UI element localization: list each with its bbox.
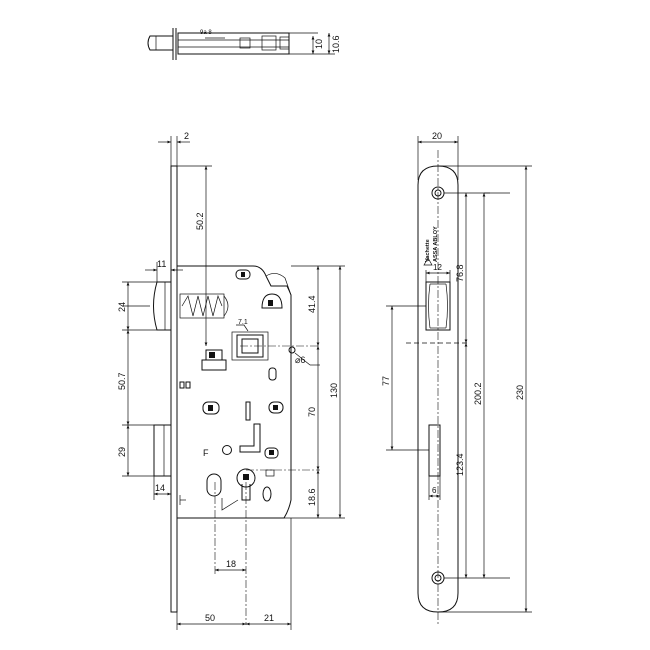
top-view-latch xyxy=(147,35,173,51)
dim-key-offset: 18 xyxy=(226,559,236,569)
side-view-bolt xyxy=(153,424,172,477)
dim-faceplate-to-hub: 50.2 xyxy=(195,212,205,230)
dim-latch-to-bolt: 50.7 xyxy=(117,372,127,390)
dim-latch-width: 12 xyxy=(433,263,442,272)
dim-screw-spacing: 200.2 xyxy=(473,382,483,405)
dim-hub-to-key: 70 xyxy=(307,407,317,417)
dim-latch-height: 24 xyxy=(117,302,127,312)
front-view-faceplate xyxy=(417,165,459,613)
dim-case-height: 130 xyxy=(329,383,339,398)
side-view: 7.1 F xyxy=(117,131,345,630)
brand-logo-icon xyxy=(423,257,433,266)
dim-key-to-bottom: 18.6 xyxy=(307,488,317,506)
dim-width: 20 xyxy=(432,131,442,141)
brand-sub: ASSA ABLOY xyxy=(433,226,439,262)
dim-hole: ⌀6 xyxy=(295,355,305,365)
hub-label: 7.1 xyxy=(238,319,248,326)
front-view: Vachette ASSA ABLOY 20 12 6 77 xyxy=(381,131,532,625)
front-latch-opening xyxy=(425,281,451,331)
marker-letter: F xyxy=(203,448,209,458)
dim-total: 230 xyxy=(515,385,525,400)
side-view-case xyxy=(177,265,292,519)
dim-latch-to-bottom: 123.4 xyxy=(455,453,465,476)
front-bolt-opening xyxy=(428,424,441,477)
dim-backset: 50 xyxy=(205,613,215,623)
top-view-dim-a: 10 xyxy=(314,39,324,49)
follower-hub xyxy=(236,334,264,358)
dim-latch-projection: 11 xyxy=(157,259,166,269)
latch-spring xyxy=(181,294,223,317)
brand-name: Vachette xyxy=(425,239,431,262)
dim-case-depth: 21 xyxy=(264,613,274,623)
dim-bolt-height: 29 xyxy=(117,447,127,457)
top-view-dim-b: 10.6 xyxy=(331,35,341,53)
side-view-latch xyxy=(153,281,171,331)
dim-top-thickness: 2 xyxy=(184,131,189,141)
dim-bolt-width: 6 xyxy=(432,486,437,495)
key-slot xyxy=(206,473,222,497)
dim-top-to-latch: 76.8 xyxy=(455,264,465,282)
case-hole xyxy=(288,346,296,354)
side-view-faceplate xyxy=(170,165,178,613)
dim-bolt-projection: 14 xyxy=(155,483,165,493)
dim-latch-to-bolt-front: 77 xyxy=(381,376,391,386)
lever xyxy=(239,423,261,453)
top-view-mark: 9a 8 xyxy=(200,30,212,36)
top-view: 9a 8 10 10.6 xyxy=(147,28,341,60)
dim-hub-to-top: 41.4 xyxy=(307,295,317,313)
